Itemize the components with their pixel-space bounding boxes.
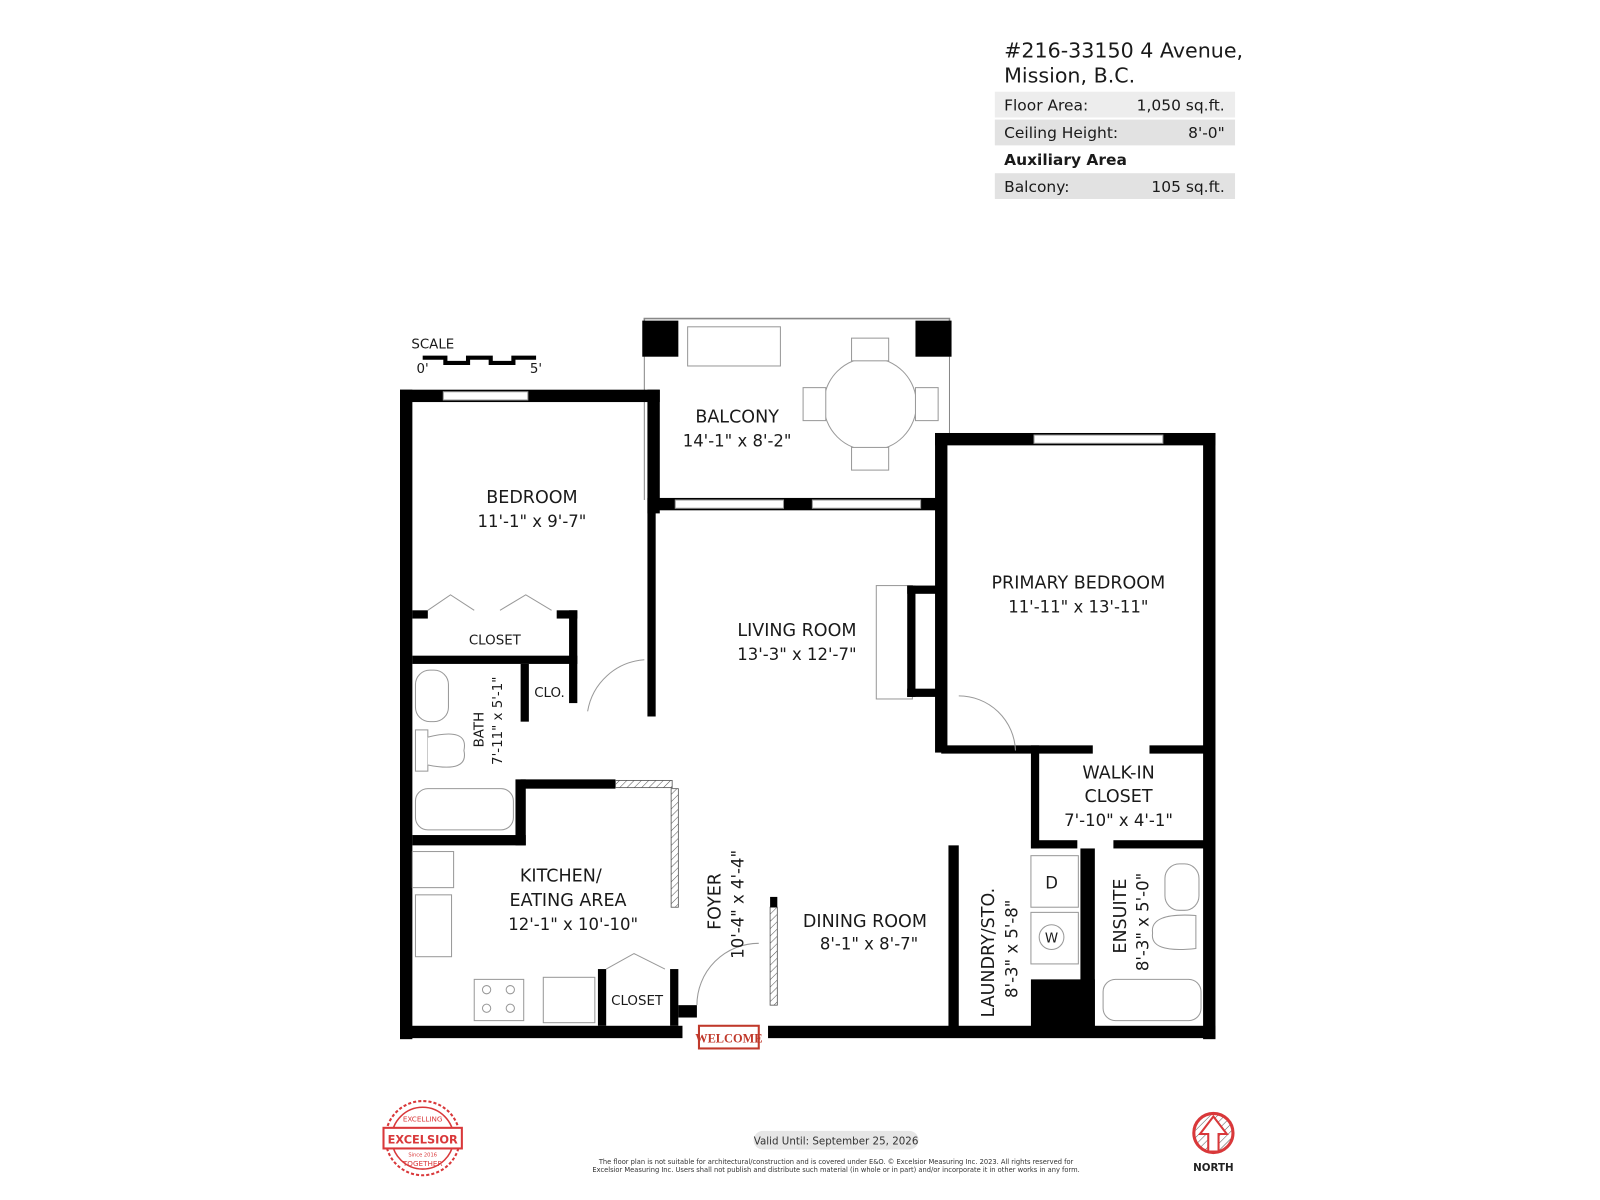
welcome-mat: WELCOME — [695, 1024, 763, 1050]
ensuite-bathtub-icon — [1102, 978, 1202, 1022]
ceiling-height-value: 8'-0" — [1188, 124, 1225, 142]
walls — [400, 389, 1216, 1040]
floor-area-label: Floor Area: — [1004, 96, 1088, 114]
table-icon — [823, 357, 918, 452]
balcony-area-label: Balcony: — [1004, 178, 1069, 196]
balcony-dims: 14'-1" x 8'-2" — [683, 431, 792, 450]
laundry-name: LAUNDRY/STO. — [979, 888, 999, 1018]
welcome-text: WELCOME — [695, 1031, 762, 1045]
footer: Valid Until: September 25, 2026 The floo… — [592, 1130, 1080, 1174]
scale-end: 5' — [530, 362, 542, 377]
balcony-area-row — [994, 173, 1236, 199]
kitchen-dims: 12'-1" x 10'-10" — [508, 915, 638, 934]
logo-excelling: EXCELLING — [403, 1115, 443, 1124]
closet-name: CLOSET — [469, 633, 522, 648]
primary-bedroom-name: PRIMARY BEDROOM — [991, 574, 1165, 594]
laundry-dims: 8'-3" x 5'-8" — [1003, 900, 1022, 998]
excelsior-logo: EXCELLING EXCELSIOR Since 2016 TOGETHER — [382, 1099, 463, 1177]
sink-icon — [414, 669, 449, 723]
foyer-dims: 10'-4" x 4'-4" — [728, 850, 747, 959]
north-label: NORTH — [1193, 1162, 1233, 1174]
kitchen-sink-icon — [414, 894, 453, 958]
dishwasher-icon — [542, 976, 596, 1024]
fireplace-icon — [875, 585, 913, 700]
logo-together: TOGETHER — [402, 1159, 443, 1168]
ceiling-height-row — [994, 119, 1236, 146]
kitchen-name2: EATING AREA — [510, 891, 627, 911]
clo-name: CLO. — [534, 686, 565, 701]
ensuite-name: ENSUITE — [1111, 879, 1131, 954]
ceiling-height-label: Ceiling Height: — [1004, 124, 1118, 142]
walk-in-name2: CLOSET — [1085, 787, 1153, 807]
address-line2: Mission, B.C. — [1004, 63, 1135, 87]
room-labels: BALCONY 14'-1" x 8'-2" BEDROOM 11'-1" x … — [469, 408, 1173, 1018]
ensuite-sink-icon — [1164, 863, 1200, 911]
scale-start: 0' — [416, 362, 428, 377]
floor-area-row — [994, 91, 1236, 118]
dining-room-name: DINING ROOM — [803, 912, 927, 932]
ensuite-toilet-icon — [1152, 914, 1197, 950]
foyer-name: FOYER — [706, 873, 726, 930]
kitchen-closet-name: CLOSET — [611, 994, 664, 1009]
bedroom-dims: 11'-1" x 9'-7" — [478, 512, 587, 531]
toilet-icon — [414, 729, 429, 772]
bath-name: BATH — [473, 712, 488, 748]
auxiliary-heading: Auxiliary Area — [1004, 151, 1127, 169]
ensuite-dims: 8'-3" x 5'-0" — [1133, 873, 1152, 971]
dryer-icon — [1030, 855, 1079, 908]
valid-until-pill — [753, 1130, 919, 1150]
floor-area-value: 1,050 sq.ft. — [1137, 96, 1225, 114]
bath-dims: 7'-11" x 5'-1" — [491, 677, 506, 765]
address-line1: #216-33150 4 Avenue, — [1004, 39, 1243, 63]
valid-until: Valid Until: September 25, 2026 — [754, 1135, 919, 1147]
balcony-area-value: 105 sq.ft. — [1151, 178, 1224, 196]
kitchen-name1: KITCHEN/ — [520, 866, 602, 886]
scale-label: SCALE — [411, 337, 454, 352]
balcony-name: BALCONY — [695, 408, 779, 428]
stove-icon — [473, 978, 525, 1022]
dining-room-dims: 8'-1" x 8'-7" — [820, 934, 918, 953]
dryer-label: D — [1045, 874, 1058, 893]
walk-in-dims: 7'-10" x 4'-1" — [1064, 811, 1173, 830]
primary-bedroom-dims: 11'-11" x 13'-11" — [1008, 597, 1148, 616]
living-room-name: LIVING ROOM — [737, 621, 856, 641]
living-room-dims: 13'-3" x 12'-7" — [737, 645, 856, 664]
lounge-chair-icon — [687, 326, 781, 367]
property-info: #216-33150 4 Avenue, Mission, B.C. Floor… — [994, 39, 1243, 199]
scale-bar: SCALE 0' 5' — [411, 337, 542, 377]
balcony — [642, 317, 952, 500]
bedroom-name: BEDROOM — [486, 488, 577, 508]
walk-in-name1: WALK-IN — [1082, 763, 1154, 783]
logo-since: Since 2016 — [408, 1153, 437, 1159]
logo-excelsior: EXCELSIOR — [388, 1132, 458, 1146]
washer-label: W — [1045, 931, 1058, 946]
fridge-icon — [411, 851, 455, 889]
disclaimer-line2: Excelsior Measuring Inc. Users shall not… — [592, 1166, 1079, 1174]
fixtures: D W — [411, 594, 1202, 1024]
north-arrow-icon: NORTH — [1192, 1111, 1235, 1174]
bathtub-icon — [414, 788, 514, 831]
disclaimer-line1: The floor plan is not suitable for archi… — [598, 1158, 1074, 1166]
